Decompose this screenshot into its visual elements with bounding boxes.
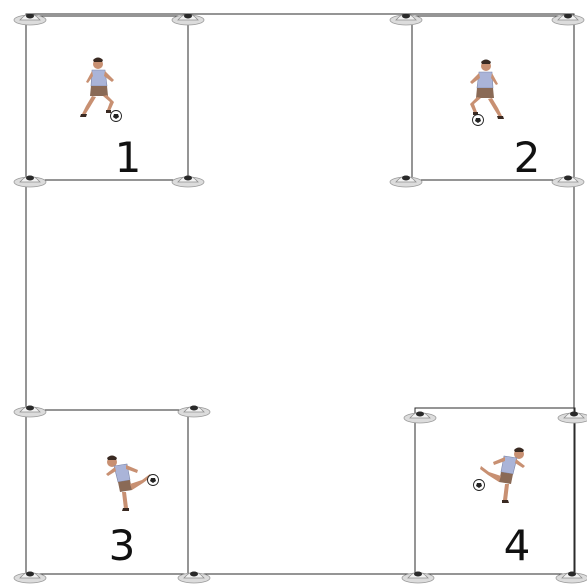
marker-cone-icon	[402, 572, 434, 584]
marker-cone-icon	[404, 412, 436, 424]
marker-cone-icon	[178, 572, 210, 584]
zone-number-2: 2	[514, 133, 541, 182]
marker-cone-icon	[558, 412, 587, 424]
marker-cone-icon	[172, 14, 204, 26]
marker-cone-icon	[556, 572, 587, 584]
marker-cone-icon	[390, 176, 422, 188]
marker-cone-icon	[14, 572, 46, 584]
soccer-player-icon	[480, 448, 525, 504]
zone-box-4	[415, 408, 575, 574]
marker-cone-icon	[178, 406, 210, 418]
marker-cone-icon	[14, 14, 46, 26]
soccer-player-icon	[80, 58, 114, 118]
zone-number-4: 4	[504, 521, 531, 570]
soccer-ball-icon	[148, 475, 159, 486]
soccer-ball-icon	[111, 111, 122, 122]
zone-number-3: 3	[109, 521, 136, 570]
zone-box-3	[26, 410, 188, 574]
soccer-player-icon	[470, 60, 504, 120]
soccer-ball-icon	[473, 115, 484, 126]
soccer-player-icon	[106, 456, 151, 512]
marker-cone-icon	[172, 176, 204, 188]
marker-cone-icon	[14, 176, 46, 188]
zone-number-1: 1	[115, 133, 142, 182]
marker-cone-icon	[390, 14, 422, 26]
marker-cone-icon	[14, 406, 46, 418]
marker-cone-icon	[552, 176, 584, 188]
marker-cone-icon	[552, 14, 584, 26]
soccer-ball-icon	[474, 480, 485, 491]
